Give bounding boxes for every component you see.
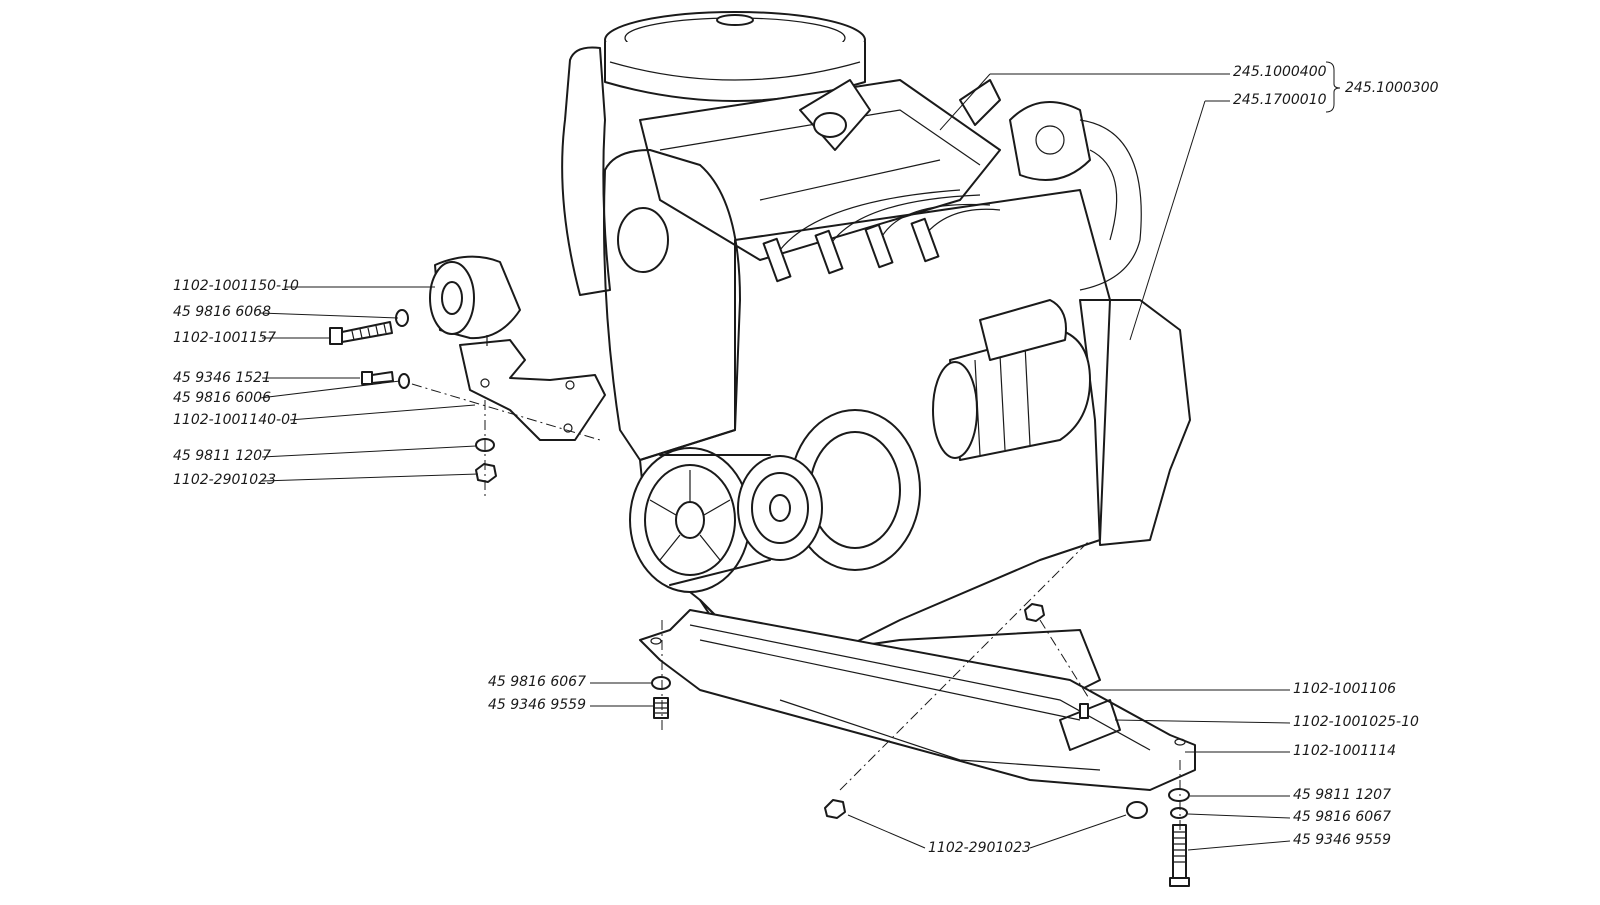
alternator-pulley: [737, 455, 823, 561]
mount-cushion: [429, 255, 521, 340]
label-washer-6006: 45 9816 6006: [173, 390, 271, 406]
label-ignition-1700010: 245.1700010: [1233, 92, 1327, 108]
engine-assembly: [561, 11, 1191, 721]
washer-2901023-right: [1126, 801, 1148, 819]
label-washer-6068: 45 9816 6068: [173, 304, 271, 320]
label-bolt-9559-right: 45 9346 9559: [1293, 832, 1391, 848]
label-washer-6067-right: 45 9816 6067: [1293, 809, 1391, 825]
label-washer-1207-right: 45 9811 1207: [1293, 787, 1391, 803]
crossmember-cushion: [1059, 699, 1121, 751]
spark-plug-wires: [762, 189, 1001, 283]
washer-6006: [398, 373, 410, 389]
left-engine-mount: [329, 255, 606, 500]
washer-6067-right: [1170, 807, 1188, 819]
nut-2901023-bottom: [824, 799, 846, 819]
bolt-9559-right: [1169, 824, 1190, 887]
gearbox-housing: [1079, 299, 1191, 546]
washer-6067-left: [651, 676, 671, 690]
nut-top: [1024, 603, 1045, 622]
label-mount-cushion: 1102-1001150-10: [173, 278, 299, 294]
label-bolt-9559-left: 45 9346 9559: [488, 697, 586, 713]
label-crossmember-1114: 1102-1001114: [1293, 743, 1397, 759]
drive-belt: [659, 454, 771, 586]
distributor: [1009, 101, 1142, 291]
bolt-9559-left: [653, 697, 669, 719]
label-bracket-1140: 1102-1001140-01: [173, 412, 299, 428]
air-filter-housing: [604, 11, 866, 102]
label-cushion-1025: 1102-1001025-10: [1293, 714, 1419, 730]
label-washer-1207-left: 45 9811 1207: [173, 448, 271, 464]
leader-lines: [259, 61, 1341, 851]
mount-bracket: [459, 335, 606, 441]
label-support-1106: 1102-1001106: [1293, 681, 1397, 697]
label-engine-1000400: 245.1000400: [1233, 64, 1327, 80]
nut-2901023-left: [475, 463, 497, 483]
crankshaft-pulley: [629, 447, 751, 593]
label-bolt-1521: 45 9346 1521: [173, 370, 271, 386]
label-bolt-1157: 1102-1001157: [173, 330, 277, 346]
crossmember: [639, 609, 1196, 791]
crossmember-assembly: [639, 539, 1196, 887]
label-nut-2901023-bottom: 1102-2901023: [928, 840, 1032, 856]
bolt-1521: [361, 371, 394, 385]
bolt-1001157: [329, 321, 393, 345]
timing-belt-cover: [603, 149, 741, 461]
washer-1207-right: [1168, 788, 1190, 802]
label-nut-2901023-left: 1102-2901023: [173, 472, 277, 488]
label-washer-6067-left: 45 9816 6067: [488, 674, 586, 690]
label-assembly-1000300: 245.1000300: [1345, 80, 1439, 96]
intake-hose: [561, 46, 611, 296]
starter-motor: [932, 299, 1091, 461]
